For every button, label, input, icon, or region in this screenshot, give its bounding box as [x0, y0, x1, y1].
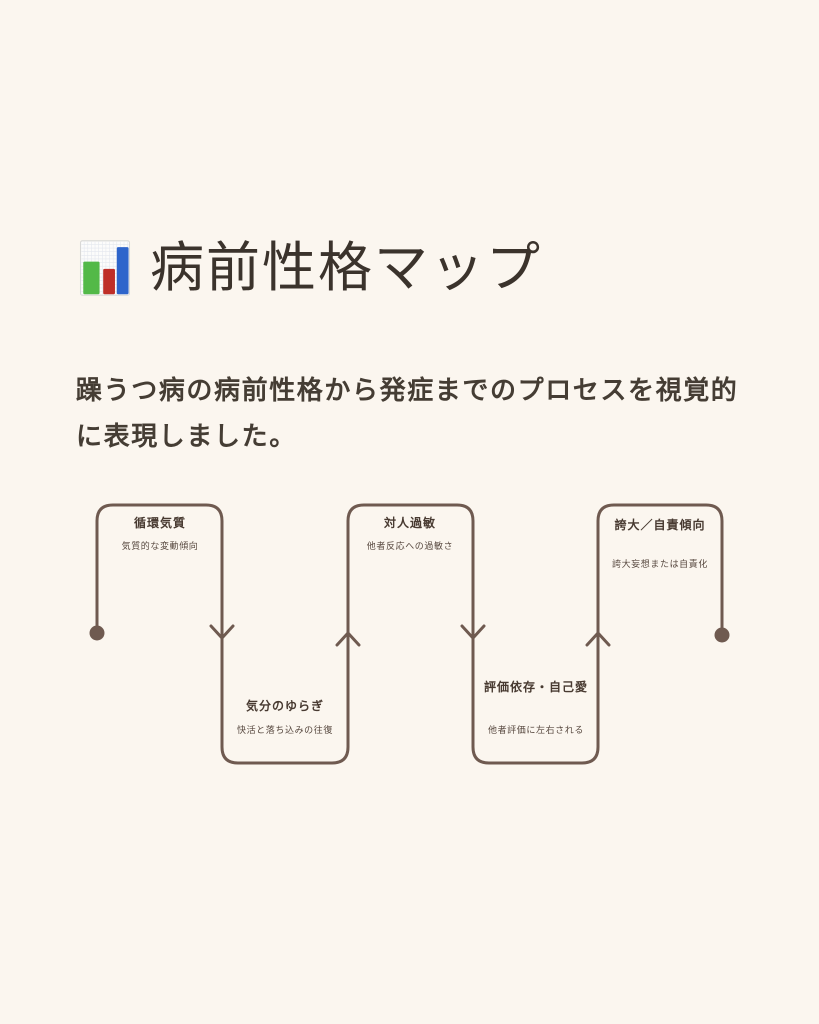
node-subtitle: 気質的な変動傾向: [122, 540, 199, 552]
bar-chart-icon: [76, 239, 134, 297]
node-title: 対人過敏: [383, 515, 436, 530]
node-subtitle: 誇大妄想または自責化: [612, 558, 708, 570]
description-line-1: 躁うつ病の病前性格から発症までのプロセスを視覚的: [76, 376, 739, 406]
end-dot: [714, 627, 730, 643]
node-title: 誇大／自責傾向: [614, 517, 705, 532]
arrow-up-icon: [335, 631, 361, 647]
green-bar: [83, 261, 100, 294]
page-title: 病前性格マップ: [150, 236, 542, 299]
arrow-down-icon: [460, 624, 486, 640]
flow-diagram: 循環気質 気質的な変動傾向 気分のゆらぎ 快活と落ち込みの往復 対人過敏 他者反…: [89, 503, 730, 765]
start-dot: [89, 625, 105, 641]
node-title: 評価依存・自己愛: [484, 679, 588, 694]
red-bar: [103, 268, 115, 294]
arrow-down-icon: [209, 624, 235, 640]
flow-path: [95, 503, 724, 765]
description-line-2: に表現しました。: [76, 422, 297, 452]
node-title: 気分のゆらぎ: [246, 698, 324, 713]
node-subtitle: 他者評価に左右される: [488, 724, 584, 736]
header: 病前性格マップ: [76, 238, 542, 297]
node-title: 循環気質: [134, 515, 186, 530]
node-subtitle: 快活と落ち込みの往復: [237, 724, 333, 736]
blue-bar: [116, 246, 129, 294]
arrow-up-icon: [585, 631, 611, 647]
node-subtitle: 他者反応への過敏さ: [367, 540, 453, 552]
description: 躁うつ病の病前性格から発症までのプロセスを視覚的 に表現しました。: [76, 368, 776, 460]
